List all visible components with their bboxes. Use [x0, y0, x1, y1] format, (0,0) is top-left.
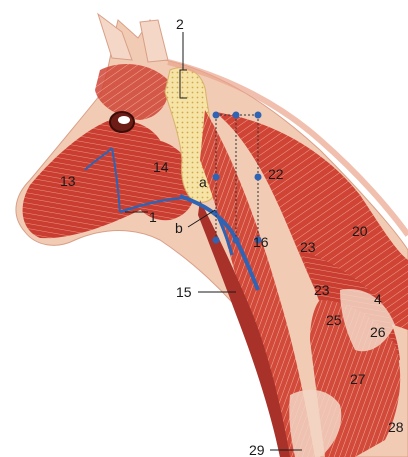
label-28: 28 — [388, 419, 404, 435]
label-16: 16 — [253, 234, 269, 250]
point-22 — [255, 174, 262, 181]
eye-highlight — [118, 116, 130, 124]
label-4: 4 — [374, 291, 382, 307]
label-14: 14 — [153, 159, 169, 175]
label-15: 15 — [176, 284, 192, 300]
point-a — [213, 174, 220, 181]
label-29: 29 — [249, 442, 265, 457]
label-23-b: 23 — [314, 282, 330, 298]
label-23-a: 23 — [300, 239, 316, 255]
point-bottom-1 — [213, 237, 220, 244]
label-2: 2 — [176, 16, 184, 32]
point-top-3 — [255, 112, 262, 119]
label-a: a — [199, 174, 207, 190]
label-25: 25 — [326, 312, 342, 328]
label-1: 1 — [149, 209, 157, 225]
label-27: 27 — [350, 371, 366, 387]
label-b: b — [175, 220, 183, 236]
label-22: 22 — [268, 166, 284, 182]
point-bottom-2 — [233, 237, 240, 244]
point-top-1 — [213, 112, 220, 119]
label-20: 20 — [352, 223, 368, 239]
point-top-2 — [233, 112, 240, 119]
label-13: 13 — [60, 173, 76, 189]
label-26: 26 — [370, 324, 386, 340]
